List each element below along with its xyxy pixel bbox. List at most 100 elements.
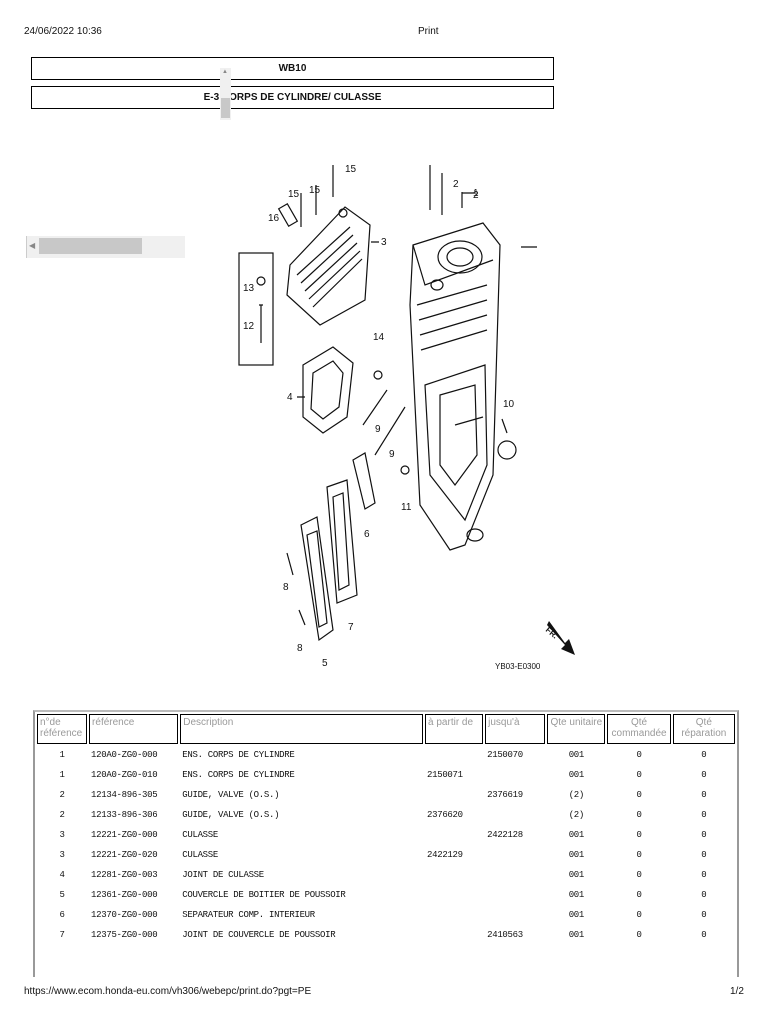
table-cell: 0: [701, 790, 707, 800]
scrollbar-thumb[interactable]: [221, 98, 230, 118]
table-cell: 2150071: [427, 770, 463, 780]
table-cell: 001: [568, 890, 585, 900]
table-cell: [425, 786, 483, 804]
table-cell: 0: [701, 910, 707, 920]
table-cell: 2410563: [487, 930, 523, 940]
table-cell: 0: [636, 810, 642, 820]
table-cell: 2150070: [487, 750, 523, 760]
page-number: 1/2: [730, 986, 744, 997]
parts-table: n°de référence référence Description à p…: [35, 712, 737, 946]
table-row: 2 12134-896-305 GUIDE, VALVE (O.S.) 2376619…: [37, 786, 735, 804]
table-cell: 0: [636, 930, 642, 940]
callout-7: 7: [348, 622, 354, 633]
callout-10: 10: [503, 399, 515, 410]
table-cell: 0: [636, 830, 642, 840]
table-cell: 12133-896-306: [91, 810, 158, 820]
table-cell: ENS. CORPS DE CYLINDRE: [182, 770, 295, 780]
table-header-row: n°de référence référence Description à p…: [37, 714, 735, 744]
table-cell: 2: [59, 810, 65, 820]
callout-1: 1: [473, 188, 479, 199]
callout-11: 11: [401, 502, 412, 513]
table-cell: [425, 886, 483, 904]
callout-9b: 9: [389, 449, 395, 460]
table-cell: 2422128: [487, 830, 523, 840]
callout-9a: 9: [375, 424, 381, 435]
callout-14: 14: [373, 332, 385, 343]
callout-15b: 15: [288, 189, 300, 200]
scrollbar-thumb-horizontal[interactable]: [39, 238, 142, 254]
table-cell: 001: [568, 930, 585, 940]
table-cell: 7: [59, 930, 65, 940]
table-cell: 001: [568, 830, 585, 840]
callout-8a: 8: [283, 582, 289, 593]
cylinder-block-outline: [409, 222, 501, 551]
table-cell: 12281-ZG0-003: [91, 870, 158, 880]
col-qty-repair: Qté réparation: [672, 714, 735, 744]
front-label: FR.: [544, 625, 560, 640]
front-arrow-icon: [547, 621, 575, 655]
table-cell: 2376620: [427, 810, 463, 820]
col-qty-ordered: Qté commandée: [607, 714, 671, 744]
horizontal-scrollbar[interactable]: ◀: [26, 236, 185, 258]
table-row: 2 12133-896-306 GUIDE, VALVE (O.S.) 2376620…: [37, 806, 735, 824]
table-cell: GUIDE, VALVE (O.S.): [182, 810, 280, 820]
model-title: WB10: [31, 57, 554, 80]
callout-2b: 2: [453, 179, 459, 190]
table-cell: 120A0-ZG0-010: [91, 770, 158, 780]
col-reference: référence: [89, 714, 179, 744]
callout-6: 6: [364, 529, 370, 540]
callout-3: 3: [381, 237, 387, 248]
table-cell: 0: [636, 870, 642, 880]
table-cell: JOINT DE COUVERCLE DE POUSSOIR: [182, 930, 336, 940]
cooling-fins: [416, 284, 488, 351]
table-cell: 0: [701, 750, 707, 760]
callout-15c: 15: [309, 185, 321, 196]
table-cell: [485, 766, 545, 784]
table-cell: 0: [701, 850, 707, 860]
scroll-up-icon[interactable]: ▲: [222, 69, 228, 75]
table-cell: JOINT DE CULASSE: [182, 870, 264, 880]
callout-5: 5: [322, 658, 328, 669]
table-cell: 0: [701, 890, 707, 900]
callout-4: 4: [287, 392, 293, 403]
table-cell: 2376619: [487, 790, 523, 800]
col-description: Description: [180, 714, 424, 744]
table-cell: 0: [636, 850, 642, 860]
table-cell: [485, 806, 545, 824]
table-cell: 3: [59, 850, 65, 860]
table-cell: 0: [701, 770, 707, 780]
table-cell: 0: [636, 770, 642, 780]
section-title: E-3 CORPS DE CYLINDRE/ CULASSE: [31, 86, 554, 109]
table-cell: 001: [568, 870, 585, 880]
table-cell: 001: [568, 750, 585, 760]
col-from: à partir de: [425, 714, 484, 744]
col-ref-number: n°de référence: [37, 714, 88, 744]
vertical-scrollbar[interactable]: ▲: [220, 68, 231, 120]
callout-16: 16: [268, 213, 280, 224]
table-cell: [425, 746, 483, 764]
table-cell: 6: [59, 910, 65, 920]
table-cell: 0: [701, 830, 707, 840]
scroll-left-icon[interactable]: ◀: [29, 241, 36, 250]
callout-13: 13: [243, 283, 255, 294]
callout-15a: 15: [345, 164, 357, 175]
table-cell: [425, 906, 483, 924]
table-cell: 5: [59, 890, 65, 900]
table-cell: 0: [636, 890, 642, 900]
table-cell: 4: [59, 870, 65, 880]
table-cell: 3: [59, 830, 65, 840]
table-cell: 12134-896-305: [91, 790, 158, 800]
exploded-parts-diagram: 2 2 1 3 4 5 6 7 8 8 9 9 10 11 12 13 14 1…: [238, 164, 575, 671]
table-cell: 12370-ZG0-000: [91, 910, 158, 920]
table-cell: 12221-ZG0-000: [91, 830, 158, 840]
table-cell: 1: [59, 770, 65, 780]
table-row: 1 120A0-ZG0-010 ENS. CORPS DE CYLINDRE 2150…: [37, 766, 735, 784]
table-cell: GUIDE, VALVE (O.S.): [182, 790, 280, 800]
table-cell: (2): [568, 790, 585, 800]
callout-2a: 2: [473, 190, 479, 201]
table-cell: [485, 846, 545, 864]
table-cell: 2: [59, 790, 65, 800]
